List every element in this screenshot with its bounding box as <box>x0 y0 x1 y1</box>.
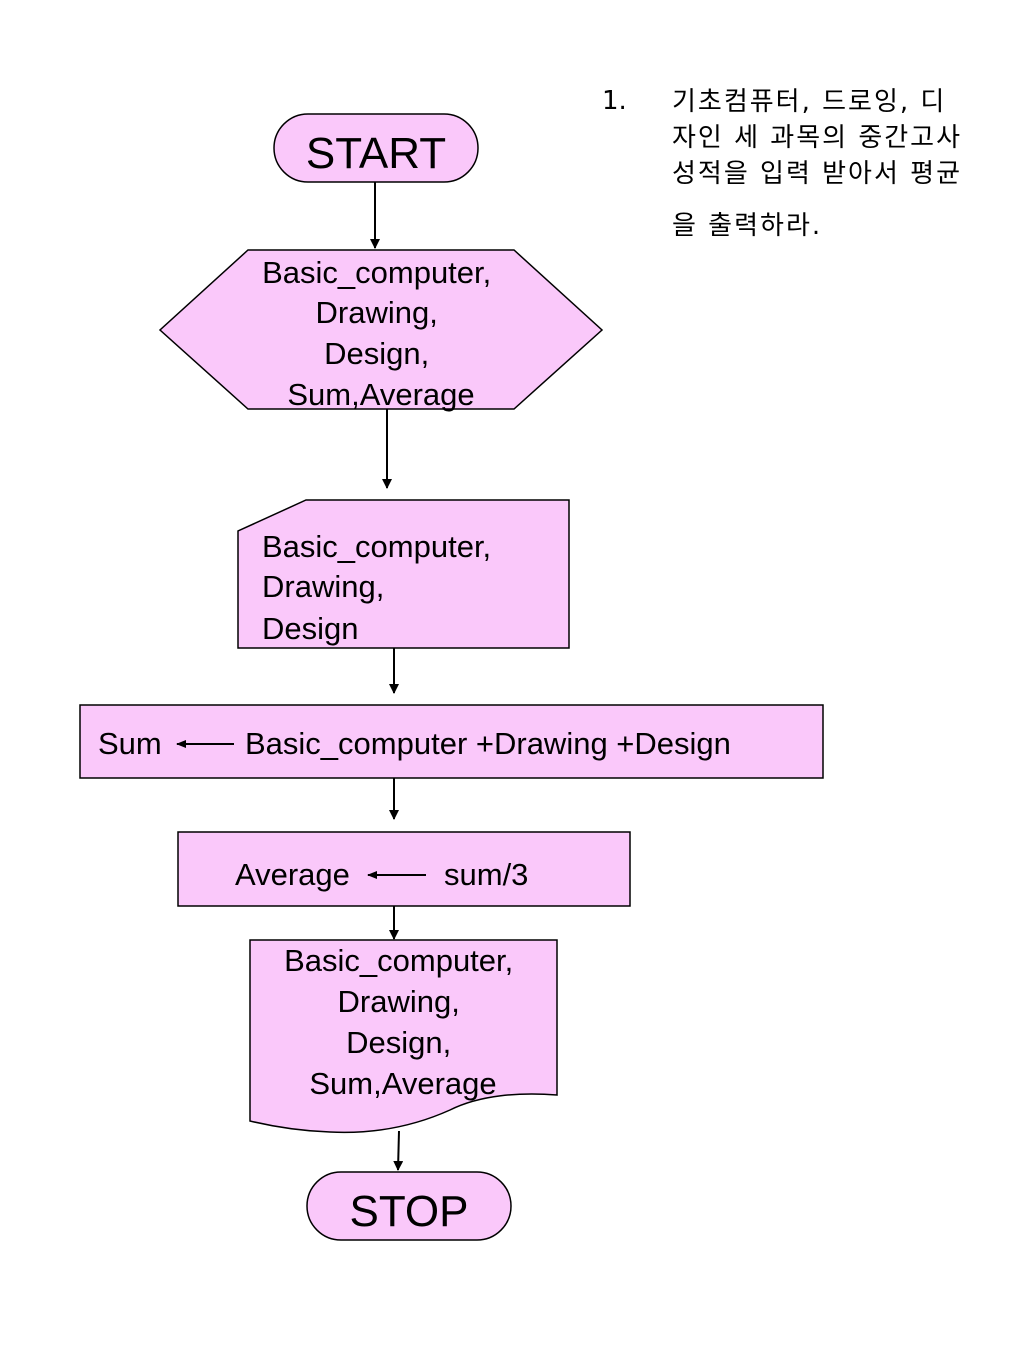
output-line: Design, <box>346 1025 451 1060</box>
sum-expression: Basic_computer +Drawing +Design <box>245 726 731 761</box>
average-process: Average sum/3 <box>177 831 631 907</box>
problem-statement: 기초컴퓨터, 드로잉, 디 자인 세 과목의 중간고사 성적을 입력 받아서 평… <box>672 86 1012 242</box>
input-line: Basic_computer, <box>262 529 491 564</box>
declare-line: Drawing, <box>316 295 438 330</box>
problem-line: 자인 세 과목의 중간고사 <box>672 123 962 153</box>
input-text: Basic_computer, Drawing, Design <box>262 529 500 646</box>
average-target: Average <box>235 857 350 892</box>
output-line: Basic_computer, <box>284 943 513 978</box>
declare-line: Basic_computer, <box>262 255 491 290</box>
sum-target: Sum <box>98 726 162 761</box>
problem-number: 1. <box>602 86 627 116</box>
arrow-output-to-stop <box>393 1130 404 1171</box>
input-line: Design <box>262 611 359 646</box>
input-card: Basic_computer, Drawing, Design <box>237 499 570 649</box>
start-terminal: START <box>273 113 479 183</box>
declare-line: Sum,Average <box>287 377 474 412</box>
declare-text: Basic_computer, Drawing, Design, Sum,Ave… <box>262 255 500 412</box>
declare-line: Design, <box>324 336 429 371</box>
start-label: START <box>306 129 446 178</box>
declare-hexagon: Basic_computer, Drawing, Design, Sum,Ave… <box>158 249 604 412</box>
sum-process: Sum Basic_computer +Drawing +Design <box>79 704 824 779</box>
problem-line: 을 출력하라. <box>672 211 823 241</box>
stop-terminal: STOP <box>306 1171 512 1241</box>
output-line: Drawing, <box>338 984 460 1019</box>
input-line: Drawing, <box>262 569 384 604</box>
stop-label: STOP <box>349 1187 468 1236</box>
output-line: Sum,Average <box>309 1066 496 1101</box>
output-text: Basic_computer, Drawing, Design, Sum,Ave… <box>284 943 522 1101</box>
problem-line: 기초컴퓨터, 드로잉, 디 <box>672 87 947 117</box>
problem-line: 성적을 입력 받아서 평균 <box>672 159 962 189</box>
average-expression: sum/3 <box>444 857 528 892</box>
output-document: Basic_computer, Drawing, Design, Sum,Ave… <box>249 939 558 1134</box>
